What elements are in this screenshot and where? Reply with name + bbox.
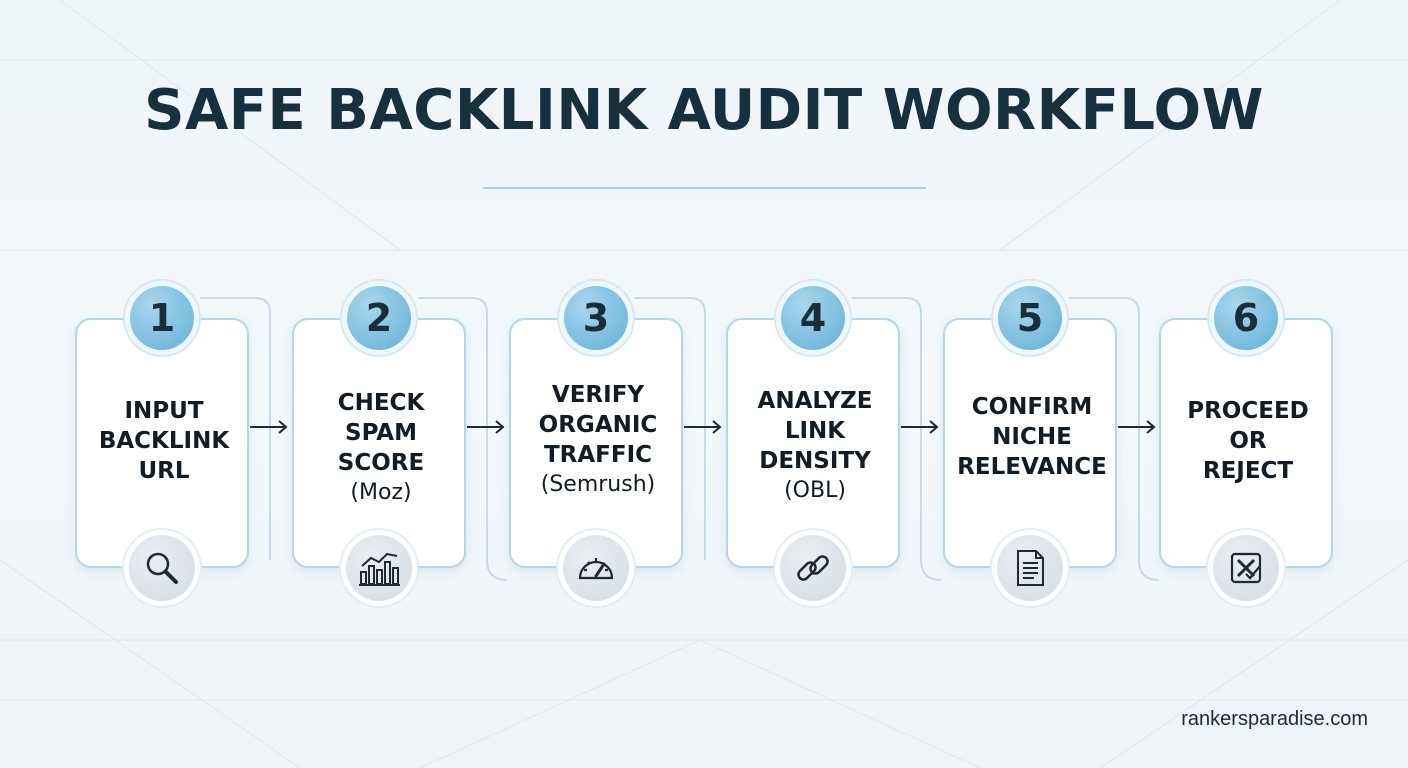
bar-chart-icon xyxy=(339,528,419,608)
reject-box-icon xyxy=(1206,528,1286,608)
step-card-5: CONFIRM NICHE RELEVANCE xyxy=(943,318,1117,568)
arrow-4 xyxy=(901,420,939,434)
document-icon xyxy=(990,528,1070,608)
step-number-badge-3: 3 xyxy=(557,279,635,357)
step-label-1: INPUT BACKLINK URL xyxy=(98,398,230,484)
gauge-icon xyxy=(556,528,636,608)
step-number-badge-1: 1 xyxy=(123,279,201,357)
step-number-badge-2: 2 xyxy=(340,279,418,357)
arrow-3 xyxy=(684,420,722,434)
arrow-1 xyxy=(250,420,288,434)
magnifier-icon xyxy=(122,528,202,608)
page-title: SAFE BACKLINK AUDIT WORKFLOW xyxy=(144,78,1264,143)
arrow-2 xyxy=(467,420,505,434)
step-card-1: INPUT BACKLINK URL xyxy=(75,318,249,568)
step-label-6: PROCEED OR REJECT xyxy=(1187,398,1309,484)
step-label-4: ANALYZE LINK DENSITY (OBL) xyxy=(757,388,873,503)
step-card-6: PROCEED OR REJECT xyxy=(1159,318,1333,568)
title-divider xyxy=(483,187,926,189)
step-number-badge-4: 4 xyxy=(774,279,852,357)
step-number-badge-6: 6 xyxy=(1207,279,1285,357)
step-number-badge-5: 5 xyxy=(991,279,1069,357)
chain-link-icon xyxy=(773,528,853,608)
step-card-3: VERIFY ORGANIC TRAFFIC (Semrush) xyxy=(509,318,683,568)
arrow-5 xyxy=(1118,420,1156,434)
footer-site-url: rankersparadise.com xyxy=(1181,708,1368,730)
step-label-3: VERIFY ORGANIC TRAFFIC (Semrush) xyxy=(538,382,658,497)
step-label-2: CHECK SPAM SCORE (Moz) xyxy=(337,390,425,505)
step-label-5: CONFIRM NICHE RELEVANCE xyxy=(957,394,1107,480)
